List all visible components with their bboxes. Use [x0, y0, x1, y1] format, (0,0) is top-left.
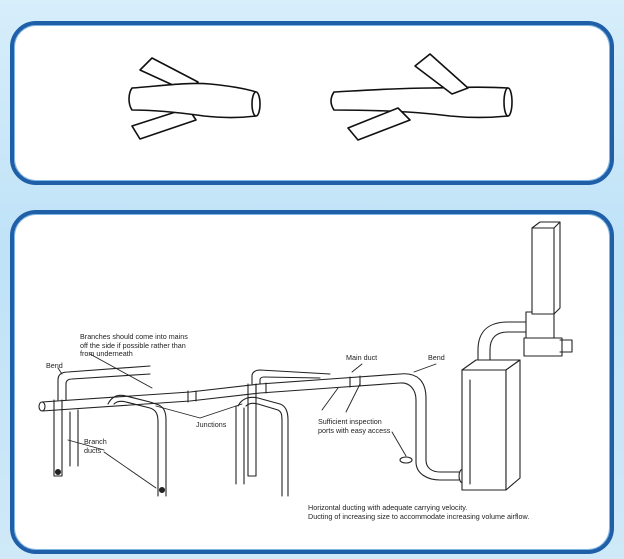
main-duct-pipe [39, 374, 400, 411]
branch-ducts-line2: ducts [84, 447, 107, 456]
branches-note: Branches should come into mains off the … [80, 333, 188, 359]
collector-unit [462, 360, 520, 490]
inspection-ports-label: Sufficient inspection ports with easy ac… [318, 418, 390, 435]
horizontal-ducting-note: Horizontal ducting with adequate carryin… [308, 504, 529, 521]
exhaust-stack [478, 222, 572, 360]
bend-left-label: Bend [46, 362, 63, 371]
bend-right-label: Bend [428, 354, 445, 363]
bend-to-collector [400, 374, 467, 483]
main-duct-label: Main duct [346, 354, 377, 363]
junctions-label: Junctions [196, 421, 226, 430]
inspection-line2: ports with easy access [318, 427, 390, 436]
branch-ducts-label: Branch ducts [84, 438, 107, 455]
horizontal-line2: Ducting of increasing size to accommodat… [308, 513, 529, 522]
branches-note-line3: from underneath [80, 350, 188, 359]
branch-duct-left [54, 366, 166, 496]
